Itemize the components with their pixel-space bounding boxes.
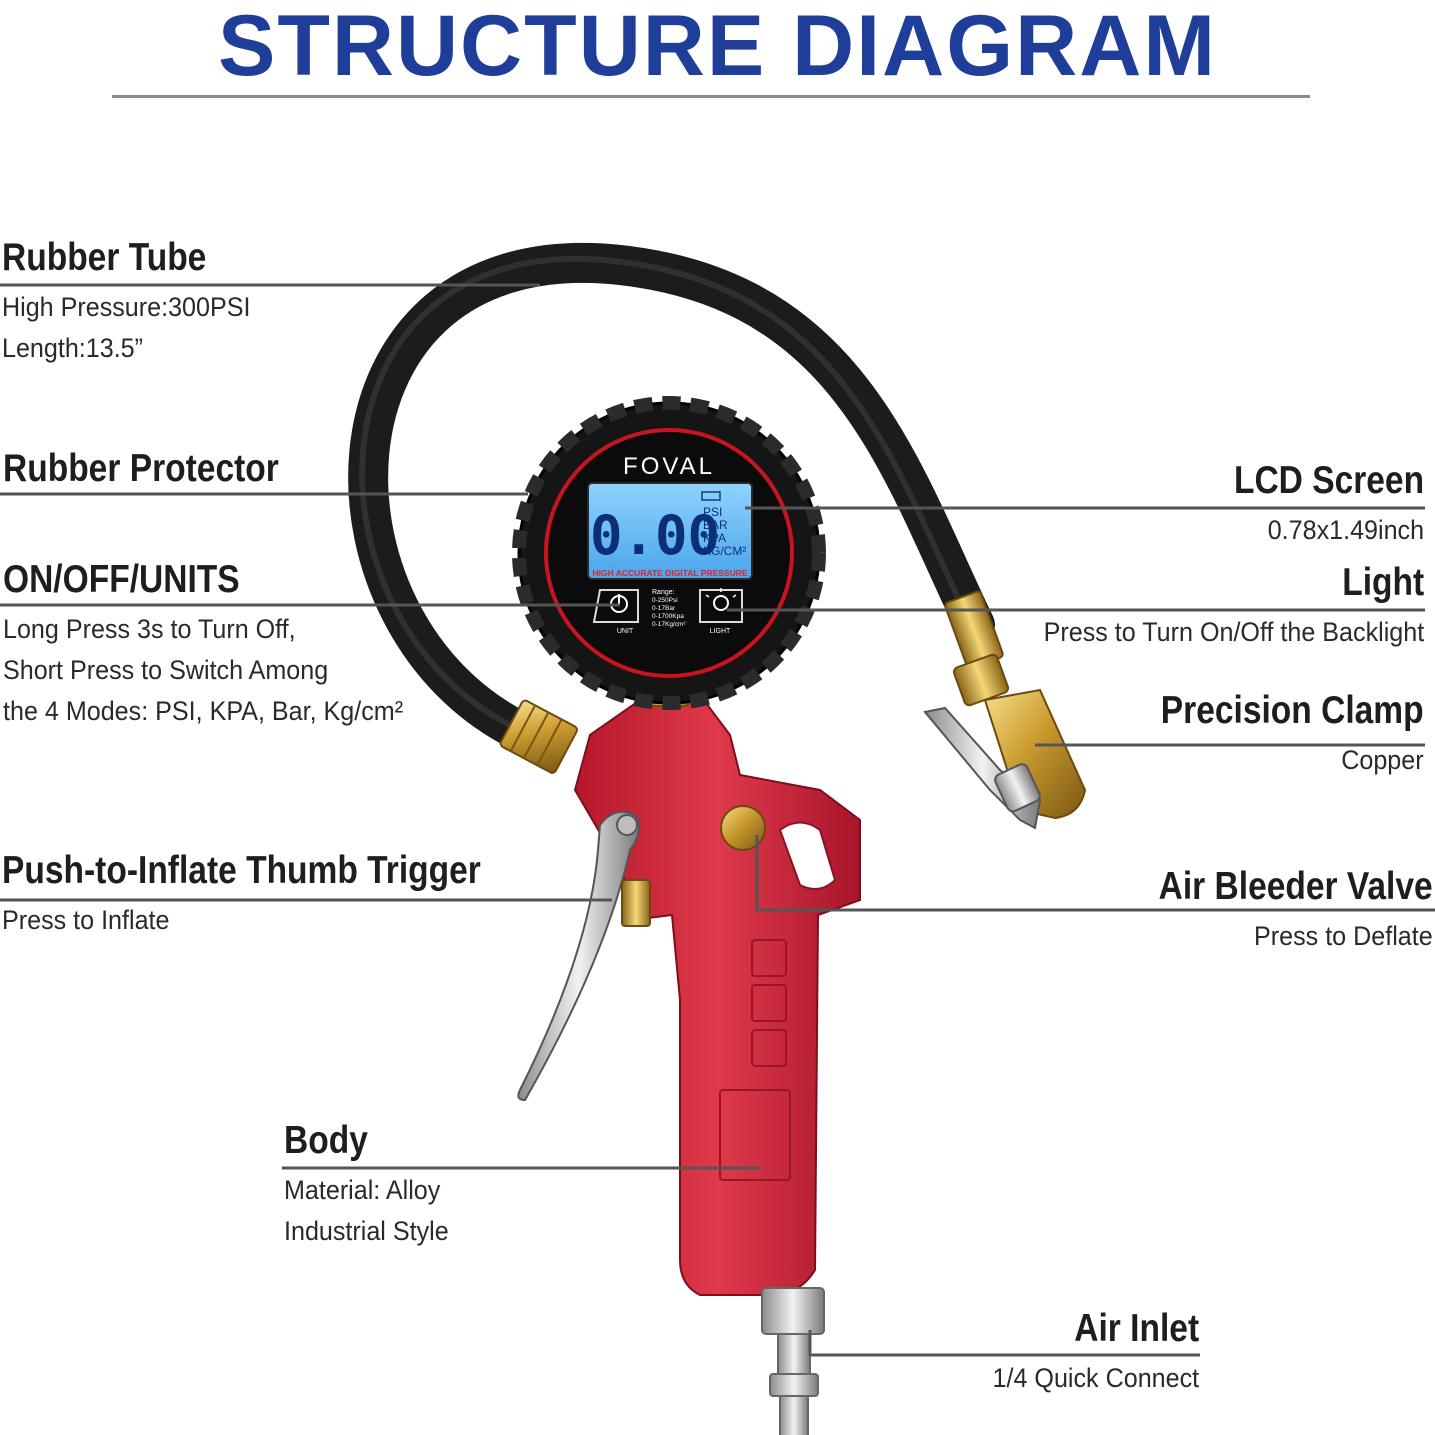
thumb-trigger bbox=[517, 810, 651, 1102]
lcd-unit-bar: BAR bbox=[703, 518, 728, 532]
unit-button-label: UNIT bbox=[617, 628, 634, 635]
lcd-reading: 0.00 bbox=[590, 504, 720, 567]
callout-air-bleeder-valve: Air Bleeder Valve Press to Deflate bbox=[1114, 864, 1433, 957]
callout-lcd-screen: LCD Screen 0.78x1.49inch bbox=[1203, 458, 1424, 551]
pressure-gauge: FOVAL 0.00 PSI BAR KPA KG/CM² HIGH ACCUR… bbox=[512, 396, 826, 710]
callout-title: Rubber Tube bbox=[2, 236, 207, 279]
callout-title: Push-to-Inflate Thumb Trigger bbox=[2, 849, 481, 892]
callout-precision-clamp: Precision Clamp Copper bbox=[1118, 688, 1424, 781]
callout-line: Press to Turn On/Off the Backlight bbox=[1043, 617, 1424, 647]
callout-title: ON/OFF/UNITS bbox=[3, 558, 240, 601]
callout-body: Body Material: Alloy Industrial Style bbox=[284, 1118, 461, 1252]
callout-line: Short Press to Switch Among bbox=[3, 655, 329, 685]
rubber-tube bbox=[348, 243, 995, 758]
callout-on-off-units: ON/OFF/UNITS Long Press 3s to Turn Off, … bbox=[3, 557, 433, 732]
hose-fitting-right bbox=[944, 590, 1010, 707]
callout-light: Light Press to Turn On/Off the Backlight bbox=[1015, 560, 1424, 653]
callout-title: Rubber Protector bbox=[3, 447, 279, 490]
range-psi: 0-250Psi bbox=[652, 597, 678, 604]
gun-body bbox=[573, 693, 861, 1296]
hose-fitting-left bbox=[499, 699, 578, 774]
lcd-unit-kgcm: KG/CM² bbox=[703, 544, 746, 558]
callout-air-inlet: Air Inlet 1/4 Quick Connect bbox=[977, 1306, 1199, 1399]
callout-line: Press to Inflate bbox=[2, 905, 170, 935]
callout-line: Copper bbox=[1341, 745, 1424, 775]
light-button-label: LIGHT bbox=[710, 628, 731, 635]
range-kgcm: 0-17Kg/cm² bbox=[652, 621, 686, 628]
brand-logo: FOVAL bbox=[623, 453, 715, 480]
callout-title: Air Inlet bbox=[1074, 1307, 1199, 1350]
callout-thumb-trigger: Push-to-Inflate Thumb Trigger Press to I… bbox=[2, 848, 559, 941]
callout-line: 0.78x1.49inch bbox=[1267, 515, 1424, 545]
range-kpa: 0-1700Kpa bbox=[652, 613, 684, 620]
bulb-icon bbox=[713, 595, 729, 611]
callout-title: Body bbox=[284, 1119, 368, 1162]
title-underline bbox=[112, 95, 1310, 98]
callout-line: 1/4 Quick Connect bbox=[992, 1363, 1199, 1393]
range-bar: 0-17Bar bbox=[652, 605, 676, 612]
precision-clamp bbox=[923, 688, 1087, 830]
callout-line: High Pressure:300PSI bbox=[2, 292, 251, 322]
callout-rubber-tube: Rubber Tube High Pressure:300PSI Length:… bbox=[2, 235, 269, 369]
callout-line: Material: Alloy bbox=[284, 1175, 441, 1205]
lcd-unit-psi: PSI bbox=[703, 505, 722, 519]
page-title: STRUCTURE DIAGRAM bbox=[217, 0, 1218, 94]
panel-text: HIGH ACCURATE DIGITAL PRESSURE bbox=[592, 568, 747, 578]
callout-line: Long Press 3s to Turn Off, bbox=[3, 614, 296, 644]
lcd-screen bbox=[587, 482, 753, 580]
air-bleeder-valve bbox=[720, 805, 766, 851]
lcd-unit-kpa: KPA bbox=[703, 531, 726, 545]
callout-title: LCD Screen bbox=[1233, 459, 1424, 502]
air-inlet bbox=[761, 1287, 825, 1435]
range-title: Range: bbox=[652, 589, 675, 596]
callout-title: Precision Clamp bbox=[1161, 689, 1424, 732]
callout-title: Light bbox=[1342, 561, 1424, 604]
callout-line: Length:13.5” bbox=[2, 333, 144, 363]
callout-rubber-protector: Rubber Protector bbox=[3, 446, 324, 492]
callout-title: Air Bleeder Valve bbox=[1158, 865, 1433, 908]
callout-line: the 4 Modes: PSI, KPA, Bar, Kg/cm² bbox=[3, 696, 404, 726]
callout-line: Industrial Style bbox=[284, 1216, 449, 1246]
leader-lines bbox=[0, 283, 1435, 1357]
callout-line: Press to Deflate bbox=[1254, 921, 1433, 951]
